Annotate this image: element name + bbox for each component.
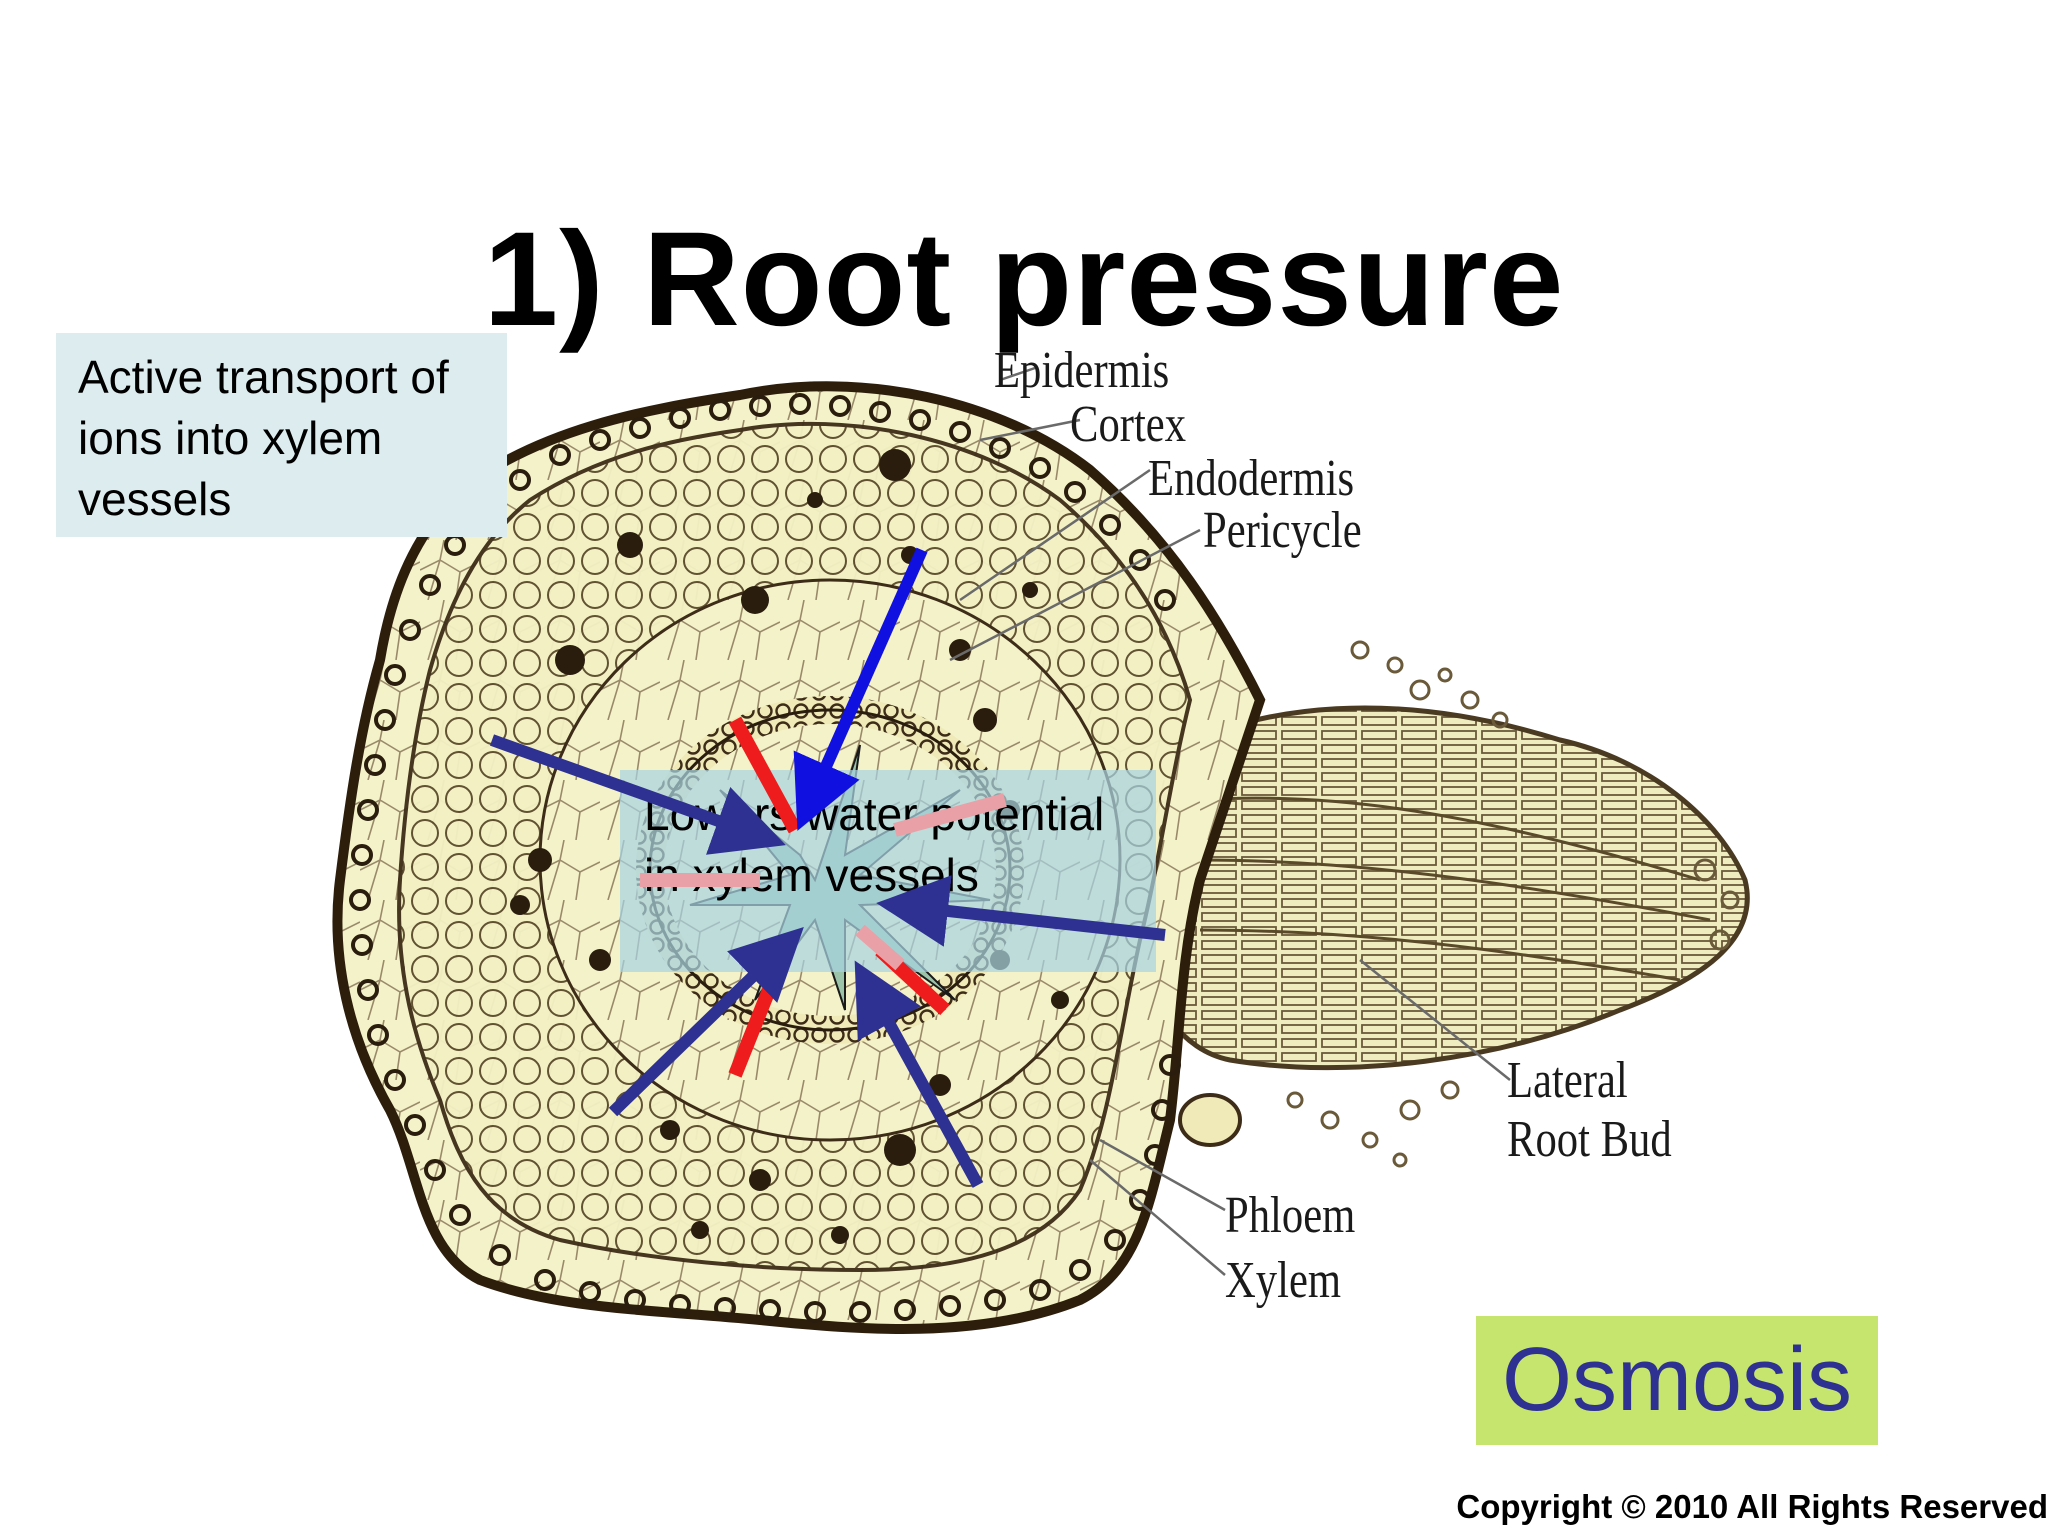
label-phloem: Phloem (1225, 1187, 1356, 1244)
label-epidermis: Epidermis (994, 342, 1170, 399)
label-root-bud: Root Bud (1507, 1111, 1672, 1168)
active-transport-callout: Active transport of ions into xylem vess… (56, 333, 507, 537)
osmosis-callout: Osmosis (1476, 1316, 1878, 1445)
label-leader-lines (949, 366, 1511, 1276)
copyright-notice: Copyright © 2010 All Rights Reserved (1456, 1488, 2048, 1525)
label-lateral: Lateral (1507, 1052, 1628, 1109)
epidermis-cells (349, 393, 1181, 1323)
label-xylem: Xylem (1225, 1252, 1342, 1309)
label-endodermis: Endodermis (1148, 450, 1355, 507)
slide-title: 1) Root pressure (483, 204, 1565, 354)
label-cortex: Cortex (1070, 396, 1187, 453)
label-pericycle: Pericycle (1203, 502, 1362, 559)
lowers-water-potential-callout: Lowers water potential in xylem vessels (620, 770, 1156, 972)
